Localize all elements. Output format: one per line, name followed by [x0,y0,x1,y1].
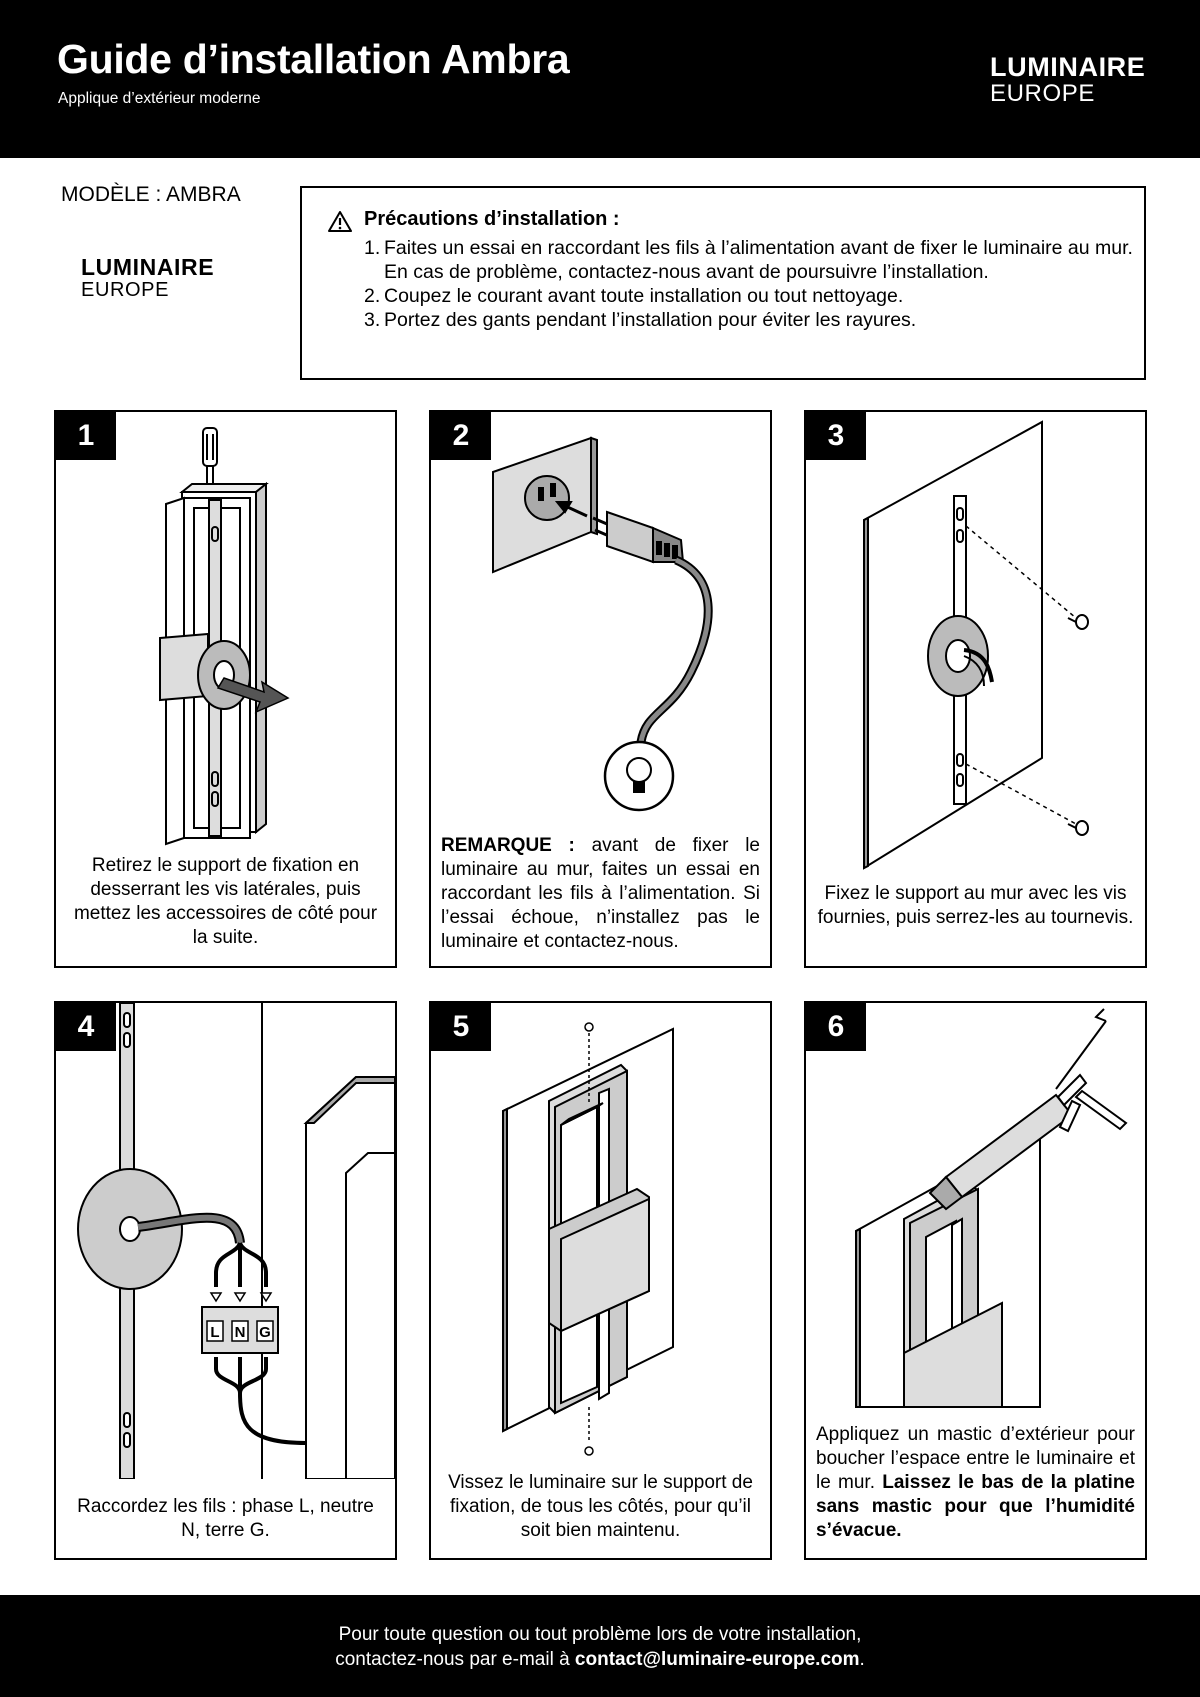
step-number-3: 3 [806,412,866,460]
terminal-label-n: N [235,1324,246,1341]
precautions-box: Précautions d’installation : 1. Faites u… [300,186,1146,380]
page-footer: Pour toute question ou tout problème lor… [0,1595,1200,1697]
step-panel-6: Appliquez un mastic d’extérieur pour bou… [804,1001,1147,1560]
brand-line-1: LUMINAIRE [990,52,1146,82]
remark-text: avant de fixer le luminaire au mur, fait… [441,835,760,952]
step-panel-1: Retirez le support de fixation en desser… [54,410,397,968]
model-label: MODÈLE : AMBRA [61,183,241,206]
test-plug-illustration [492,436,713,812]
page-subtitle: Applique d’extérieur moderne [58,90,261,107]
step-caption-4: Raccordez les fils : phase L, neutre N, … [77,1496,374,1541]
sealant-text: Appliquez un mastic d’extérieur pour bou… [816,1424,1135,1493]
footer-contact-text: contactez-nous par e-mail à [335,1649,575,1670]
precaution-number: 2. [364,285,381,307]
footer-line-2: contactez-nous par e-mail à contact@lumi… [0,1647,1200,1672]
mount-bracket-illustration [863,420,1089,870]
terminal-label-l: L [210,1324,219,1341]
step-caption-3: Fixez le support au mur avec les vis fou… [817,883,1134,928]
step-number-2: 2 [431,412,491,460]
page-header: Guide d’installation Ambra Applique d’ex… [0,0,1200,158]
screw-luminaire-illustration [502,1022,674,1456]
page-title: Guide d’installation Ambra [57,36,570,82]
step-number-1: 1 [56,412,116,460]
step-caption-1: Retirez le support de fixation en desser… [73,855,378,948]
footer-line-1: Pour toute question ou tout problème lor… [338,1624,862,1645]
step-caption-5: Vissez le luminaire sur le support de fi… [448,1472,753,1541]
terminal-label-g: G [259,1324,271,1341]
step-panel-2: REMARQUE : avant de fixer le luminaire a… [429,410,772,968]
brand-line-2: EUROPE [990,80,1095,107]
step-number-6: 6 [806,1003,866,1051]
contact-email-link[interactable]: contact@luminaire-europe.com [574,1649,860,1670]
precaution-text: Coupez le courant avant toute installati… [384,285,904,307]
header-brand-logo: LUMINAIRE EUROPE [990,54,1145,106]
precaution-text: Portez des gants pendant l’installation … [384,309,917,331]
precautions-title: Précautions d’installation : [364,208,620,230]
precaution-number: 1. [364,237,381,259]
step-number-5: 5 [431,1003,491,1051]
step-panel-5: Vissez le luminaire sur le support de fi… [429,1001,772,1560]
precaution-number: 3. [364,309,381,331]
precaution-item: 2. Coupez le courant avant toute install… [364,284,1134,308]
step-panel-3: Fixez le support au mur avec les vis fou… [804,410,1147,968]
sealant-warning: Laissez le bas de la platine sans mastic… [816,1472,1135,1541]
precaution-text: Faites un essai en raccordant les fils à… [384,237,1133,283]
warning-triangle-icon [328,211,352,232]
precaution-item: 3. Portez des gants pendant l’installati… [364,308,1134,332]
side-brand-logo: LUMINAIRE EUROPE [81,254,215,301]
wiring-illustration: L N G [77,1003,395,1479]
brand-line-2: EUROPE [81,279,170,301]
precautions-list: 1. Faites un essai en raccordant les fil… [364,236,1134,332]
step-number-4: 4 [56,1003,116,1051]
step-caption-6: Appliquez un mastic d’extérieur pour bou… [816,1423,1135,1543]
sealant-illustration [855,1008,1128,1408]
footer-period: . [859,1649,865,1670]
precaution-item: 1. Faites un essai en raccordant les fil… [364,236,1134,284]
remove-bracket-illustration [159,427,290,846]
step-panel-4: L N G Raccordez les fils : phase L, neut… [54,1001,397,1560]
step-caption-2: REMARQUE : avant de fixer le luminaire a… [441,834,760,954]
remark-label: REMARQUE : [441,835,575,856]
brand-line-1: LUMINAIRE [81,254,215,280]
